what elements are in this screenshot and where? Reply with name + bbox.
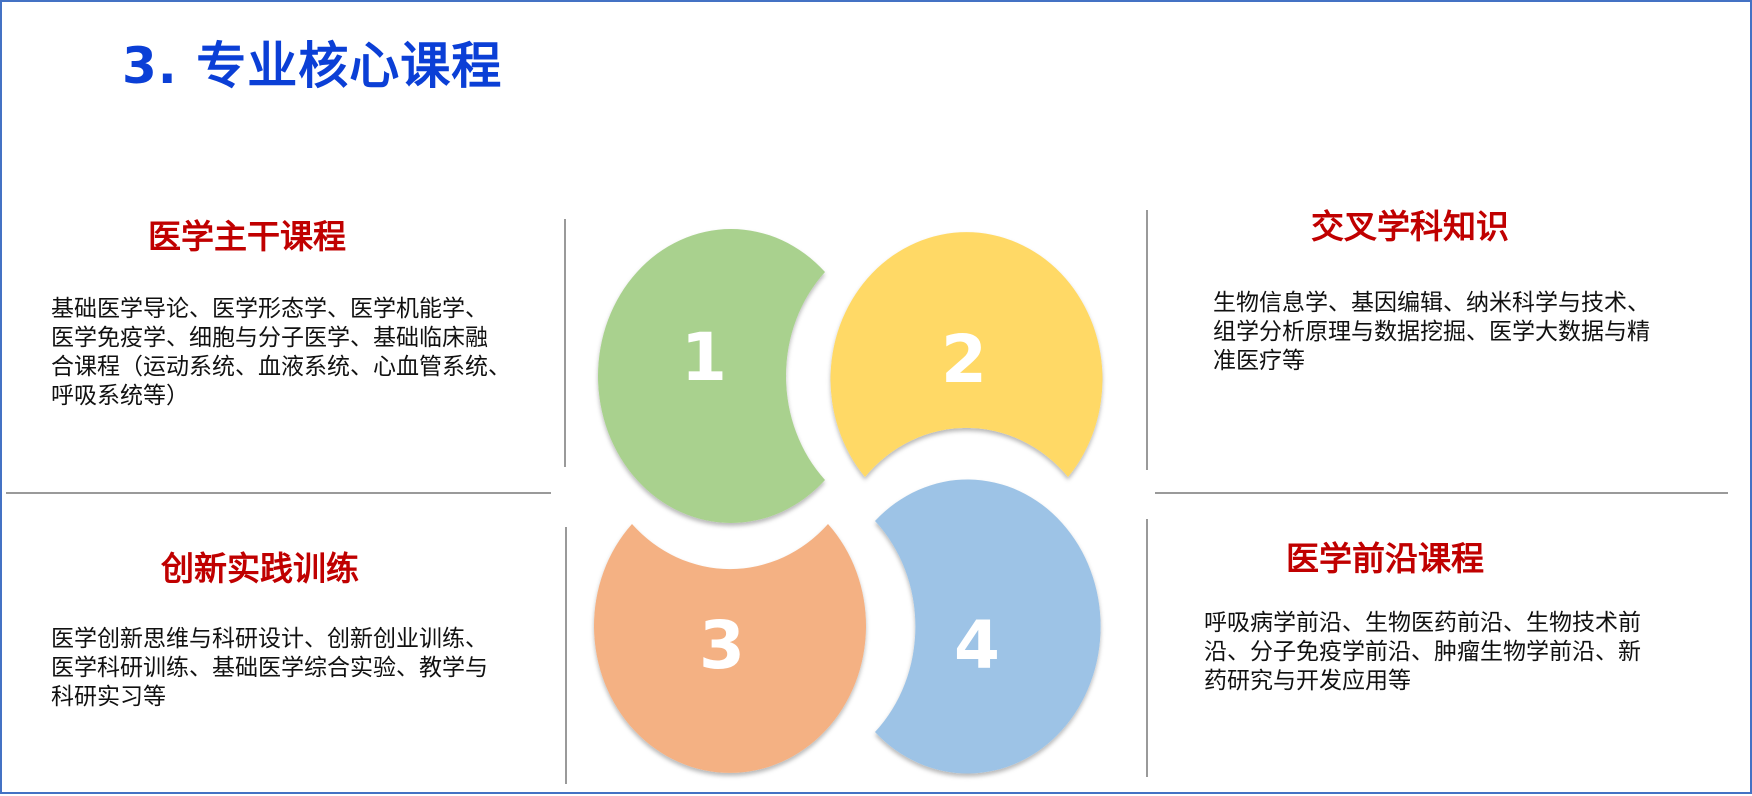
petal-2: [830, 232, 1103, 477]
divider-horizontal-left: [6, 492, 551, 494]
section-body-innovation-practice: 医学创新思维与科研设计、创新创业训练、 医学科研训练、基础医学综合实验、教学与 …: [51, 625, 561, 712]
page-title: 3. 专业核心课程: [122, 37, 503, 95]
petal-number-3: 3: [699, 607, 745, 684]
petal-1: [598, 228, 825, 523]
divider-vertical-top-right: [1146, 210, 1148, 470]
section-line: 医学科研训练、基础医学综合实验、教学与: [51, 655, 488, 681]
section-title-frontier-courses: 医学前沿课程: [1286, 539, 1484, 578]
divider-vertical-bottom-left: [565, 527, 567, 784]
section-line: 科研实习等: [51, 684, 166, 710]
section-line: 药研究与开发应用等: [1204, 668, 1411, 694]
section-line: 呼吸系统等）: [51, 383, 189, 409]
section-line: 组学分析原理与数据挖掘、医学大数据与精: [1213, 319, 1650, 345]
section-body-main-courses: 基础医学导论、医学形态学、医学机能学、 医学免疫学、细胞与分子医学、基础临床融 …: [51, 295, 561, 411]
section-line: 合课程（运动系统、血液系统、心血管系统、: [51, 354, 511, 380]
section-body-interdisciplinary: 生物信息学、基因编辑、纳米科学与技术、 组学分析原理与数据挖掘、医学大数据与精 …: [1213, 289, 1733, 376]
divider-vertical-top-left: [564, 219, 566, 467]
section-line: 沿、分子免疫学前沿、肿瘤生物学前沿、新: [1204, 639, 1641, 665]
petal-4: [875, 479, 1101, 774]
section-body-frontier-courses: 呼吸病学前沿、生物医药前沿、生物技术前 沿、分子免疫学前沿、肿瘤生物学前沿、新 …: [1204, 609, 1724, 696]
section-line: 呼吸病学前沿、生物医药前沿、生物技术前: [1204, 610, 1641, 636]
section-title-innovation-practice: 创新实践训练: [161, 549, 359, 588]
section-line: 生物信息学、基因编辑、纳米科学与技术、: [1213, 290, 1650, 316]
petal-3: [594, 524, 867, 773]
divider-horizontal-right: [1155, 492, 1728, 494]
section-line: 基础医学导论、医学形态学、医学机能学、: [51, 296, 488, 322]
section-line: 医学免疫学、细胞与分子医学、基础临床融: [51, 325, 488, 351]
section-title-interdisciplinary: 交叉学科知识: [1311, 207, 1509, 246]
divider-vertical-bottom-right: [1146, 519, 1148, 777]
section-line: 医学创新思维与科研设计、创新创业训练、: [51, 626, 488, 652]
petal-number-2: 2: [941, 321, 987, 398]
section-line: 准医疗等: [1213, 348, 1305, 374]
petal-number-4: 4: [954, 607, 1000, 684]
petal-number-1: 1: [681, 319, 727, 396]
section-title-main-courses: 医学主干课程: [148, 217, 346, 256]
